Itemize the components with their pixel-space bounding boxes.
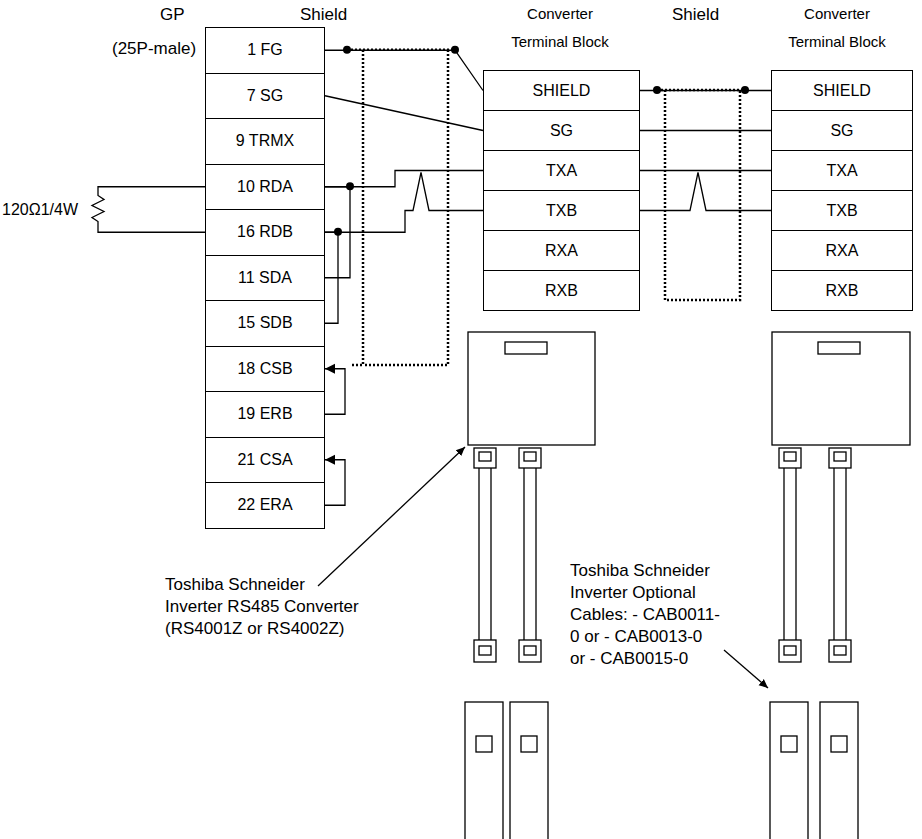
wire — [325, 96, 483, 131]
pin-cell: 15 SDB — [205, 300, 325, 347]
pin-cell: 19 ERB — [205, 391, 325, 438]
terminal-cell: RXB — [771, 270, 913, 311]
wire — [640, 173, 771, 211]
pin-cell: 11 SDA — [205, 255, 325, 302]
leader-arrow — [318, 447, 768, 688]
wire — [325, 232, 338, 323]
pin-cell: 16 RDB — [205, 209, 325, 256]
terminal-label: RXB — [545, 282, 578, 300]
wire — [640, 170, 771, 171]
pin-label: 21 CSA — [237, 451, 292, 469]
terminal-label: RXA — [545, 242, 578, 260]
terminal-label: RXA — [826, 242, 859, 260]
block-heading: Converter Terminal Block — [500, 0, 620, 56]
pin-label: 16 RDB — [237, 223, 293, 241]
terminal-block: Converter Terminal BlockSHIELD SG TXA TXB RX… — [752, 0, 922, 312]
pin-cell: 9 TRMX — [205, 118, 325, 165]
pin-label: 15 SDB — [237, 314, 292, 332]
heading-row: Converter Terminal Block — [752, 0, 922, 56]
shield-label: Shield — [672, 4, 719, 26]
terminal-cell: TXA — [771, 150, 913, 191]
wire — [325, 171, 483, 187]
terminal-cell: TXB — [771, 190, 913, 231]
terminal-label: TXB — [826, 202, 857, 220]
terminal-cell: SHIELD — [771, 70, 913, 111]
wire — [325, 460, 345, 506]
pin-label: 18 CSB — [237, 360, 292, 378]
terminal-cell: RXA — [483, 230, 640, 271]
terminal-cell: SG — [771, 110, 913, 151]
pin-cell: 22 ERA — [205, 482, 325, 529]
terminal-label: TXA — [546, 162, 577, 180]
terminal-label: SG — [830, 122, 853, 140]
wire — [325, 369, 345, 415]
pin-cell: 21 CSA — [205, 437, 325, 484]
pin-label: 22 ERA — [237, 496, 292, 514]
device-callout: Toshiba Schneider Inverter RS485 Convert… — [165, 574, 365, 640]
heading-row: Converter Terminal Block — [460, 0, 660, 56]
pin-cell: 1 FG — [205, 27, 325, 74]
pin-label: 10 RDA — [237, 178, 293, 196]
terminal-label: SG — [550, 122, 573, 140]
pin-cell: 18 CSB — [205, 346, 325, 393]
terminal-label: RXB — [826, 282, 859, 300]
cable-shield — [347, 50, 745, 365]
wire — [92, 187, 205, 233]
pin-label: 11 SDA — [238, 269, 292, 287]
inverter-cable — [465, 448, 858, 839]
wire — [640, 90, 771, 91]
pin-cell: 10 RDA — [205, 164, 325, 211]
resistor-value: 120Ω1/4W — [2, 201, 78, 219]
shield-label: Shield — [300, 4, 347, 26]
terminal-label: TXA — [826, 162, 857, 180]
connector-type: (25P-male) — [112, 38, 196, 60]
wire — [640, 130, 771, 131]
terminal-block: Converter Terminal BlockSHIELD SG TXA TXB RX… — [460, 0, 660, 312]
cable-callout: Toshiba Schneider Inverter Optional Cabl… — [570, 560, 720, 670]
connector-name: GP — [160, 4, 185, 26]
rs485-converter — [468, 332, 910, 445]
terminal-label: TXB — [546, 202, 577, 220]
terminal-cell: TXA — [483, 150, 640, 191]
pin-label: 19 ERB — [237, 405, 292, 423]
terminal-cell: RXA — [771, 230, 913, 271]
terminal-cell: RXB — [483, 270, 640, 311]
terminal-label: SHIELD — [813, 82, 871, 100]
junction-dot — [334, 46, 749, 236]
terminal-cell: SHIELD — [483, 70, 640, 111]
pin-label: 7 SG — [247, 87, 283, 105]
terminal-label: SHIELD — [533, 82, 591, 100]
wire — [325, 173, 483, 233]
pin-label: 9 TRMX — [236, 132, 294, 150]
wire — [325, 50, 483, 90]
block-heading: Converter Terminal Block — [777, 0, 897, 56]
pin-label: 1 FG — [247, 41, 283, 59]
pin-cell: 7 SG — [205, 73, 325, 120]
terminal-cell: SG — [483, 110, 640, 151]
terminal-cell: TXB — [483, 190, 640, 231]
